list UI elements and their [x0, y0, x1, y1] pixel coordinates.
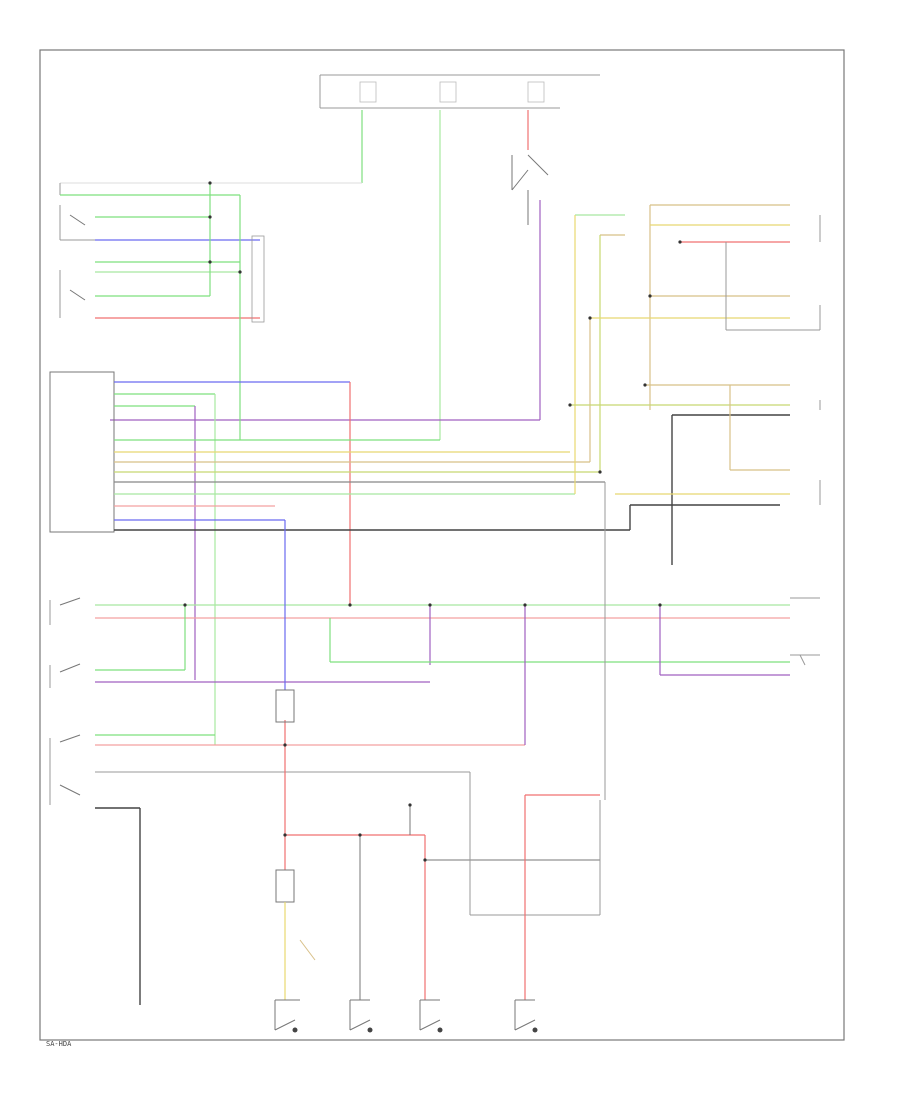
- top-fuse-bus: [319, 74, 600, 109]
- diagram-frame: [39, 49, 845, 1041]
- lower-network: [275, 772, 601, 1000]
- right-connectors: [790, 597, 820, 666]
- relay-box-center: [275, 689, 295, 723]
- relay-switch-top: [110, 154, 549, 421]
- mid-bus: [95, 604, 790, 683]
- right-switch-area: [570, 204, 821, 565]
- control-unit-wires: [114, 381, 780, 745]
- left-switch-group-top: [59, 182, 362, 440]
- left-switches-lower: [49, 597, 525, 1005]
- bottom-switches: [274, 999, 538, 1033]
- junction-dots: [183, 181, 682, 862]
- control-unit-box: [49, 371, 115, 533]
- diagram-id: SA-HDA: [46, 1040, 72, 1048]
